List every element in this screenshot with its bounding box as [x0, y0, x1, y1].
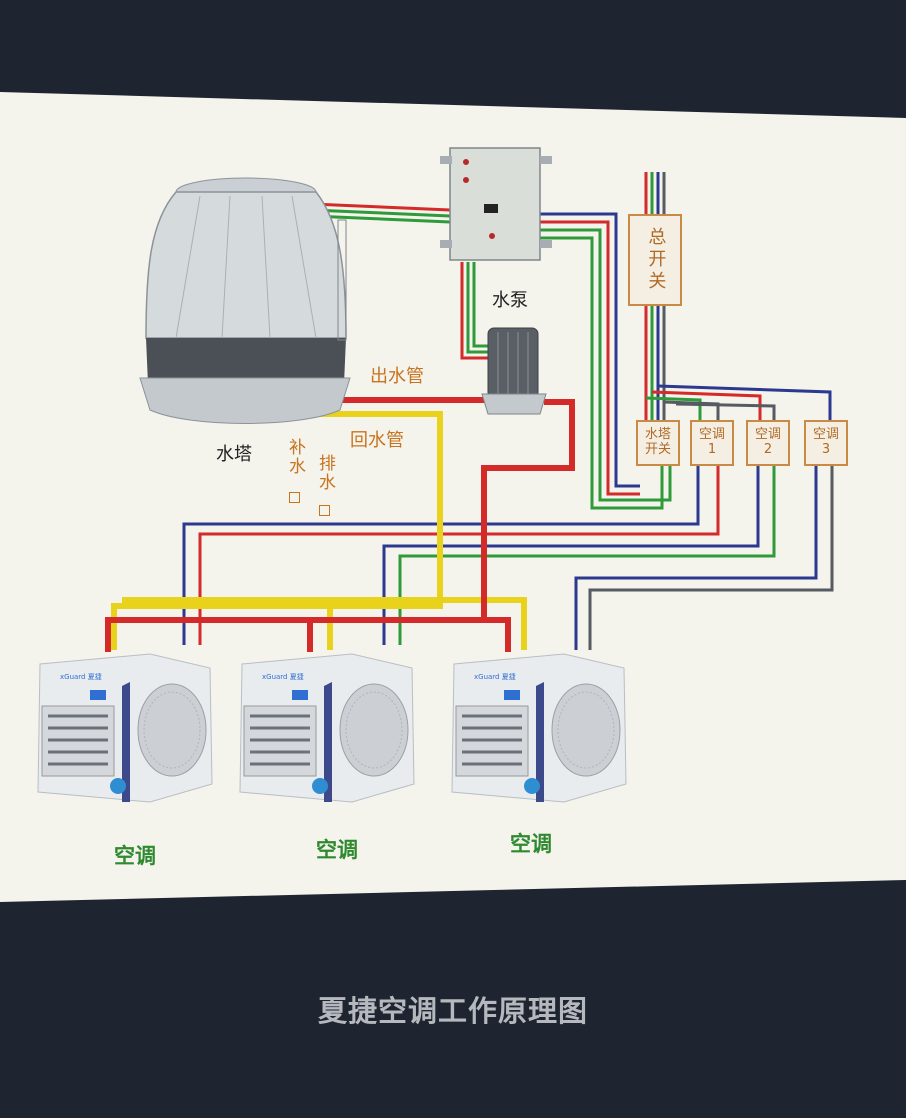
tower-rib — [261, 195, 271, 339]
ac-switch-num: 2 — [763, 442, 773, 457]
ac-unit-label-1: 空调 — [114, 844, 156, 868]
tower-basin — [139, 377, 351, 424]
fan-grille-inner — [143, 691, 201, 769]
box-terminal — [440, 240, 452, 248]
tower-louvre — [146, 338, 346, 384]
main-switch-box: 总开关 — [628, 214, 682, 306]
ac-unit-label-2: 空调 — [316, 838, 358, 862]
ac-display — [292, 690, 308, 700]
ac-logo-badge — [110, 778, 126, 794]
ac-logo-badge — [524, 778, 540, 794]
tower-rib — [221, 195, 231, 339]
tower-rib — [175, 195, 201, 339]
main-switch-label: 总开关 — [645, 227, 667, 293]
ac-display — [504, 690, 520, 700]
wire-loop-green — [540, 228, 672, 502]
wire-ac1-red — [198, 466, 720, 645]
refill-checkbox-icon — [289, 492, 300, 503]
ac-logo-badge — [312, 778, 328, 794]
pipe-outlet-pump — [105, 399, 575, 652]
wire-tower-red — [311, 202, 451, 212]
ac-brand-logo: xGuard 夏捷 — [262, 673, 304, 681]
wire-ac3-blue — [574, 466, 818, 650]
fan-grille-inner — [557, 691, 615, 769]
fan-grille-inner — [345, 691, 403, 769]
cooling-tower-label: 水塔 — [216, 444, 252, 465]
water-pipes — [105, 397, 575, 652]
ac-brand-logo: xGuard 夏捷 — [474, 673, 516, 681]
water-pump — [481, 327, 547, 415]
tower-rib — [291, 195, 317, 339]
ac-switch-box-3: 空调 3 — [804, 420, 848, 466]
pump-motor — [487, 327, 539, 399]
pipe-return-b2 — [122, 597, 527, 650]
wire-ac3-gray — [588, 466, 834, 650]
ac-unit-1 — [37, 653, 213, 803]
fan-grille — [551, 683, 621, 777]
ac-switch-box-2: 空调 2 — [746, 420, 790, 466]
ac-switch-box-1: 空调 1 — [690, 420, 734, 466]
ac-switch-name: 空调 — [812, 427, 839, 443]
wire-tower-green2 — [311, 214, 451, 224]
box-terminal — [540, 156, 552, 164]
ac-display — [90, 690, 106, 700]
wire-pump-green — [466, 262, 488, 354]
fan-grille — [339, 683, 409, 777]
ac-unit-3 — [451, 653, 627, 803]
indicator-red — [489, 233, 495, 239]
ac-unit-2 — [239, 653, 415, 803]
pump-label: 水泵 — [492, 290, 528, 311]
wiring — [182, 172, 834, 650]
box-terminal — [540, 240, 552, 248]
ac-side — [536, 682, 544, 802]
wire-bus-green — [645, 396, 702, 420]
ac-brand-logo: xGuard 夏捷 — [60, 673, 102, 681]
wire-ac2-blue — [382, 466, 760, 645]
cooling-tower — [139, 177, 351, 424]
pipe-outlet-b3 — [484, 617, 511, 652]
pump-housing — [481, 393, 547, 415]
diagram-caption: 夏捷空调工作原理图 — [317, 994, 588, 1028]
control-box — [440, 147, 552, 261]
wire-pump-green2 — [472, 262, 488, 348]
ac-switch-num: 3 — [821, 442, 831, 457]
indicator-red — [463, 177, 469, 183]
ac-switch-num: 1 — [707, 442, 717, 457]
ac-switch-name: 空调 — [698, 427, 725, 443]
drain-checkbox-icon — [319, 505, 330, 516]
wire-loop-red — [540, 220, 640, 496]
box-terminal — [440, 156, 452, 164]
tower-ladder — [337, 219, 347, 341]
tower-switch-label-1: 水塔 — [644, 427, 671, 443]
tower-body — [145, 191, 347, 339]
control-display — [484, 204, 498, 213]
tower-switch-label-2: 开关 — [644, 442, 671, 457]
drain-label: 排水 — [315, 454, 335, 492]
wire-loop-green2 — [540, 236, 664, 510]
wire-bus-gray2 — [675, 402, 776, 420]
ac-side — [324, 682, 332, 802]
wire-tower-green — [311, 208, 451, 218]
outlet-pipe-label: 出水管 — [370, 366, 424, 387]
ac-switch-name: 空调 — [754, 427, 781, 443]
return-pipe-label: 回水管 — [350, 430, 404, 451]
fan-grille — [137, 683, 207, 777]
ac-unit-label-3: 空调 — [510, 832, 552, 856]
tower-switch-box: 水塔 开关 — [636, 420, 680, 466]
ac-side — [122, 682, 130, 802]
refill-label: 补水 — [285, 438, 305, 476]
wire-bus-red — [651, 390, 762, 420]
indicator-red — [463, 159, 469, 165]
wire-bus-blue — [657, 384, 832, 420]
wire-pump-red — [460, 262, 488, 360]
wire-loop-blue — [540, 212, 640, 488]
